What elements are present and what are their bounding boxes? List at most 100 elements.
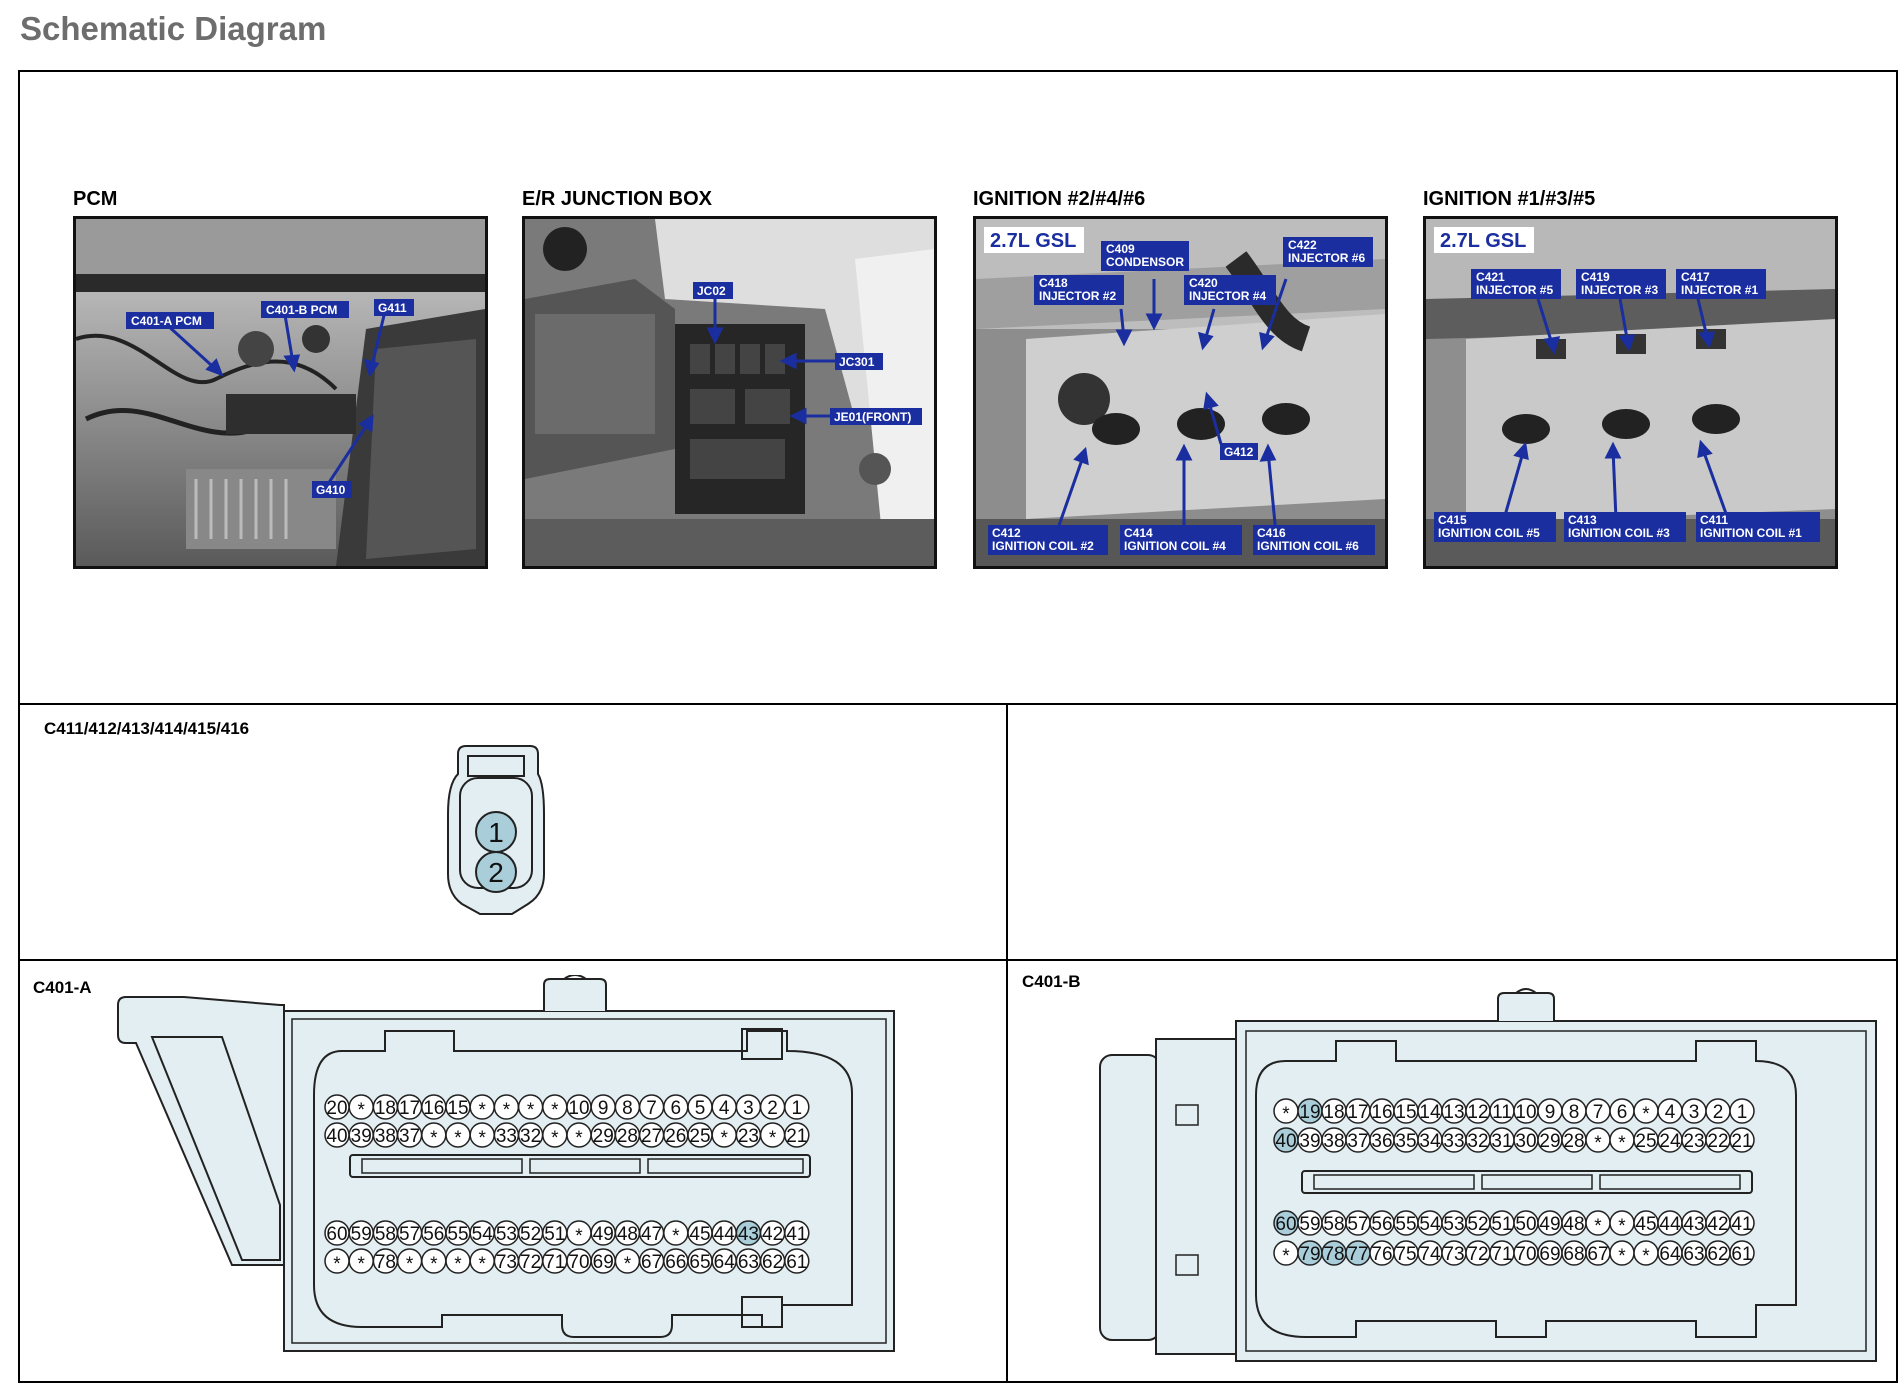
pin-label: *	[1594, 1216, 1602, 1237]
pin-label: 67	[641, 1252, 662, 1273]
connector-pin: 18	[1321, 1098, 1347, 1124]
connector-label-c401a: C401-A	[33, 978, 92, 997]
connector-pin: 55	[1393, 1210, 1419, 1236]
connector-pin: 33	[1441, 1127, 1467, 1153]
photo-pcm: C401-A PCM C401-B PCM G411 G410	[73, 216, 488, 569]
pin-label: 7	[646, 1098, 657, 1119]
pin-label: 48	[1563, 1214, 1584, 1235]
pin-label: *	[1642, 1104, 1650, 1125]
connector-pin: 34	[1417, 1127, 1443, 1153]
connector-pin: 37	[396, 1122, 423, 1148]
divider-photos	[18, 703, 1898, 705]
pin-label: 34	[1419, 1131, 1441, 1152]
pin-label: 62	[1707, 1244, 1728, 1265]
connector-pin: 7	[638, 1094, 665, 1120]
pin-label: *	[575, 1226, 583, 1247]
connector-pin: *	[663, 1220, 689, 1247]
connector-pin: 29	[590, 1122, 616, 1148]
pin-label: 1	[1737, 1102, 1748, 1123]
connector-pin: 1	[1729, 1098, 1755, 1124]
pin-label: 8	[622, 1098, 633, 1119]
pin-label: *	[1618, 1246, 1626, 1267]
pin-label: 63	[1683, 1244, 1704, 1265]
pin-label: 43	[738, 1224, 759, 1245]
connector-pin: 48	[614, 1220, 641, 1246]
connector-pin: 61	[1729, 1240, 1755, 1266]
pin-label: *	[769, 1128, 777, 1149]
connector-pin: 74	[1417, 1240, 1443, 1266]
connector-pin: 52	[517, 1220, 544, 1246]
connector-pin: 63	[735, 1248, 762, 1274]
pin-label: 18	[1323, 1102, 1344, 1123]
pin-label: 68	[1563, 1244, 1584, 1265]
pin-label: 72	[1467, 1244, 1488, 1265]
connector-pin: 4	[711, 1094, 737, 1120]
pin-label: 40	[326, 1126, 347, 1147]
pin-label: 61	[786, 1252, 807, 1273]
pin-label: 71	[1491, 1244, 1512, 1265]
pin-label: 2	[1713, 1102, 1724, 1123]
pin-label: 39	[1299, 1131, 1320, 1152]
connector-pin: 10	[566, 1094, 592, 1120]
pin-label: 79	[1299, 1244, 1320, 1265]
connector-pin: 68	[1561, 1240, 1587, 1266]
connector-pin: 47	[638, 1220, 665, 1246]
connector-pin: 65	[687, 1248, 713, 1274]
engine-tag-135: 2.7L GSL	[1440, 230, 1526, 252]
pin-label: 42	[762, 1224, 783, 1245]
connector-pin: 39	[1297, 1127, 1323, 1153]
connector-pin: 21	[1729, 1127, 1755, 1153]
connector-pin: *	[1585, 1127, 1611, 1154]
pin-label: 20	[326, 1098, 347, 1119]
pin-label: 44	[1659, 1214, 1681, 1235]
c411-pin-label: 1	[488, 817, 504, 848]
pin-label: 67	[1587, 1244, 1608, 1265]
connector-pin: 12	[1465, 1098, 1491, 1124]
pin-label: 17	[1347, 1102, 1368, 1123]
pin-label: 57	[1347, 1214, 1368, 1235]
pin-label: 6	[671, 1098, 682, 1119]
pin-label: *	[454, 1128, 462, 1149]
connector-pin: 1	[784, 1094, 810, 1120]
pin-label: 21	[1731, 1131, 1752, 1152]
connector-pin: 6	[1609, 1098, 1635, 1124]
diagram-frame	[18, 70, 1898, 1383]
pin-label: 66	[665, 1252, 686, 1273]
pin-label: 39	[351, 1126, 372, 1147]
connector-pin: 38	[372, 1122, 399, 1148]
pin-label: *	[720, 1128, 728, 1149]
connector-pin: 76	[1369, 1240, 1395, 1266]
connector-pin: 19	[1297, 1098, 1323, 1124]
pin-label: *	[1594, 1133, 1602, 1154]
pin-label: 23	[738, 1126, 759, 1147]
connector-pin: 70	[566, 1248, 592, 1274]
connector-pin: 16	[421, 1094, 447, 1120]
connector-pin: 31	[1489, 1127, 1515, 1153]
connector-pin: 67	[1585, 1240, 1611, 1266]
pin-label: 40	[1275, 1131, 1296, 1152]
pin-label: 50	[1515, 1214, 1536, 1235]
connector-pin: *	[517, 1094, 544, 1121]
pin-label: 17	[399, 1098, 420, 1119]
connector-pin: 45	[1633, 1210, 1659, 1236]
connector-pin: *	[566, 1122, 592, 1149]
pin-label: 16	[1371, 1102, 1392, 1123]
connector-pin: 43	[735, 1220, 762, 1246]
pin-label: 71	[544, 1252, 565, 1273]
pin-label: 61	[1731, 1244, 1752, 1265]
connector-pin: 59	[1297, 1210, 1323, 1236]
pin-label: 58	[1323, 1214, 1344, 1235]
connector-pin: 23	[735, 1122, 762, 1148]
pin-label: 49	[593, 1224, 614, 1245]
pin-label: 59	[351, 1224, 372, 1245]
connector-pin: 9	[590, 1094, 616, 1120]
